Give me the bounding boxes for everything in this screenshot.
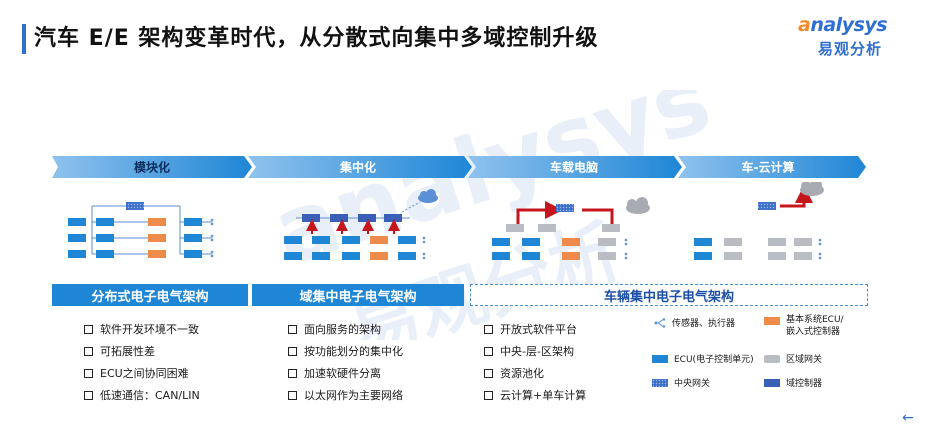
panel2-ecus (284, 236, 416, 260)
checkbox-square-icon (84, 346, 93, 356)
panel4-cloud (800, 182, 824, 196)
basic-ecu-swatch (764, 317, 780, 325)
legend-ecu: ECU(电子控制单元) (652, 352, 754, 365)
bullet-item: ECU之间协同困难 (84, 362, 200, 384)
bullet-item: 资源池化 (484, 362, 586, 384)
analysys-logo: analysys 易观分析 (798, 14, 908, 58)
panel4-central-gateway (758, 202, 776, 210)
panel3-sensors (624, 238, 628, 260)
bullet-item: 以太网作为主要网络 (288, 384, 403, 406)
domain-label-domain-centralized: 域集中电子电气架构 (252, 284, 464, 306)
panel3-zone-gateways (506, 224, 620, 232)
stage-chevron-3 (468, 156, 682, 178)
zone-gateway-swatch (764, 354, 780, 363)
panel2-cloud (418, 189, 438, 203)
page-title: 汽车 E/E 架构变革时代，从分散式向集中多域控制升级 (34, 26, 599, 51)
bullet-item: 低速通信：CAN/LIN (84, 384, 200, 406)
bullet-item: 中央-层-区架构 (484, 340, 586, 362)
panel1-ecus (68, 218, 202, 258)
panel3-ecus (492, 238, 616, 260)
panel2-sensors (422, 236, 426, 260)
bullet-item: 软件开发环境不一致 (84, 318, 200, 340)
checkbox-square-icon (288, 390, 297, 400)
checkbox-square-icon (288, 324, 297, 334)
logo-letter-a: a (798, 14, 811, 36)
bullets-distributed: 软件开发环境不一致 可拓展性差 ECU之间协同困难 低速通信：CAN/LIN (84, 318, 200, 406)
domain-label-distributed: 分布式电子电气架构 (52, 284, 248, 306)
central-gateway-1 (126, 202, 144, 210)
bullet-item: 可拓展性差 (84, 340, 200, 362)
panel3-central-gateway (556, 204, 574, 212)
stage-arrows: 模块化 集中化 车载电脑 车-云计算 (52, 156, 866, 178)
checkbox-square-icon (484, 390, 493, 400)
stage-chevron-1 (52, 156, 252, 178)
bullets-vehicle: 开放式软件平台 中央-层-区架构 资源池化 云计算+单车计算 (484, 318, 586, 406)
panel-vehicle-computer (516, 201, 614, 224)
legend-basic-ecu: 基本系统ECU/ 嵌入式控制器 (764, 314, 844, 338)
back-arrow-icon[interactable]: ← (902, 410, 914, 426)
checkbox-square-icon (84, 368, 93, 378)
legend-domain-controller: 域控制器 (764, 376, 822, 389)
panel4-ecus (694, 238, 812, 260)
stage-chevron-4 (678, 156, 866, 178)
bullet-item: 加速软硬件分离 (288, 362, 403, 384)
checkbox-square-icon (484, 346, 493, 356)
panel4-red-arrow (780, 185, 813, 208)
panel4-sensors (818, 238, 822, 260)
panel1-sensors (210, 218, 214, 258)
stage-label-3: 车载电脑 (550, 160, 598, 175)
stage-label-1: 模块化 (134, 160, 170, 175)
panel-distributed (91, 202, 212, 255)
bullets-domain: 面向服务的架构 按功能划分的集中化 加速软硬件分离 以太网作为主要网络 (288, 318, 403, 406)
logo-wordmark: nalysys (810, 14, 888, 36)
stage-chevron-2 (248, 156, 472, 178)
domain-controller-swatch (764, 378, 780, 387)
checkbox-square-icon (84, 324, 93, 334)
title-accent-bar (22, 24, 26, 54)
ecu-swatch (652, 354, 668, 363)
bullet-item: 云计算+单车计算 (484, 384, 586, 406)
legend: 传感器、执行器 基本系统ECU/ 嵌入式控制器 ECU(电子控制单元) 区域网关… (652, 314, 882, 394)
panel2-red-arrows (306, 219, 400, 234)
bullet-item: 面向服务的架构 (288, 318, 403, 340)
bullet-item: 按功能划分的集中化 (288, 340, 403, 362)
checkbox-square-icon (484, 368, 493, 378)
checkbox-square-icon (484, 324, 493, 334)
architecture-diagram (68, 182, 824, 260)
legend-sensor: 传感器、执行器 (652, 316, 735, 329)
stage-label-4: 车-云计算 (742, 160, 795, 175)
checkbox-square-icon (84, 390, 93, 400)
sensor-branch-icon (654, 317, 666, 328)
logo-chinese: 易观分析 (818, 40, 883, 58)
checkbox-square-icon (288, 368, 297, 378)
panel3-cloud (626, 197, 650, 214)
panel2-domain-controllers (302, 214, 402, 222)
domain-label-vehicle-centralized: 车辆集中电子电气架构 (470, 284, 868, 306)
legend-zone-gateway: 区域网关 (764, 352, 822, 365)
central-gateway-swatch (652, 378, 668, 387)
bullet-item: 开放式软件平台 (484, 318, 586, 340)
checkbox-square-icon (288, 346, 297, 356)
stage-label-2: 集中化 (339, 160, 376, 175)
legend-central-gateway: 中央网关 (652, 376, 710, 389)
